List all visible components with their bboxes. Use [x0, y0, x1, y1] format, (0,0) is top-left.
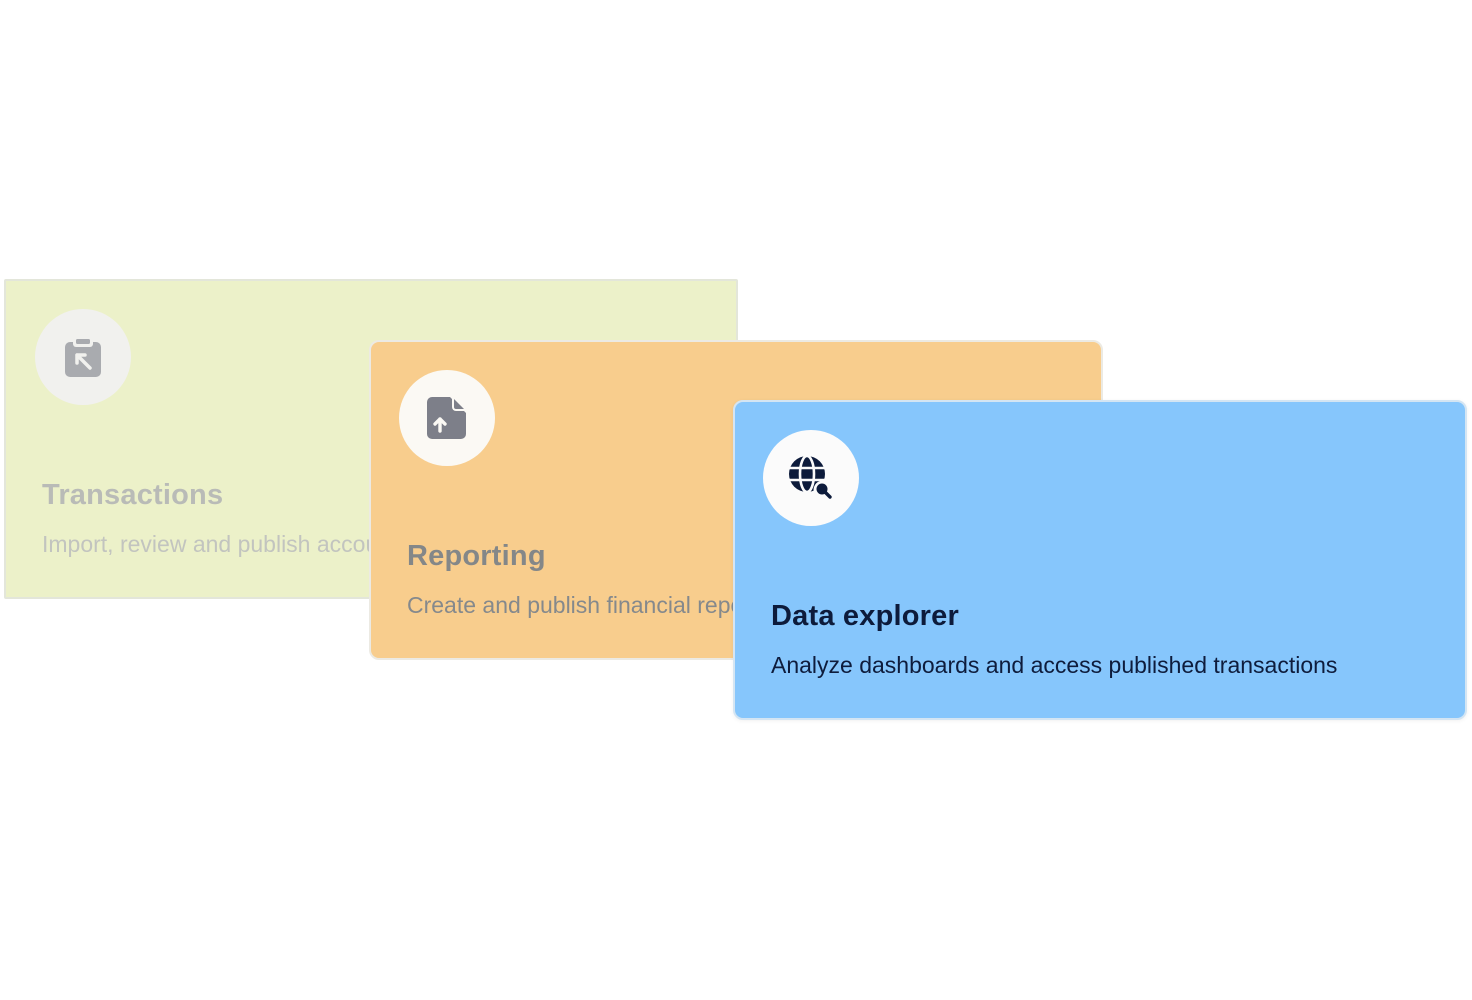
data-explorer-description: Analyze dashboards and access published …: [771, 652, 1338, 678]
reporting-title: Reporting: [407, 540, 546, 572]
transactions-icon-badge: [35, 309, 131, 405]
data-explorer-card[interactable]: Data explorer Analyze dashboards and acc…: [733, 400, 1467, 720]
clipboard-import-icon: [65, 336, 101, 377]
transactions-title: Transactions: [42, 479, 224, 511]
data-explorer-title: Data explorer: [771, 600, 959, 632]
reporting-icon-badge: [399, 370, 495, 466]
globe-search-icon: [789, 454, 833, 500]
data-explorer-icon-badge: [763, 430, 859, 526]
reporting-description: Create and publish financial reports: [407, 592, 769, 618]
file-upload-icon: [427, 397, 466, 439]
